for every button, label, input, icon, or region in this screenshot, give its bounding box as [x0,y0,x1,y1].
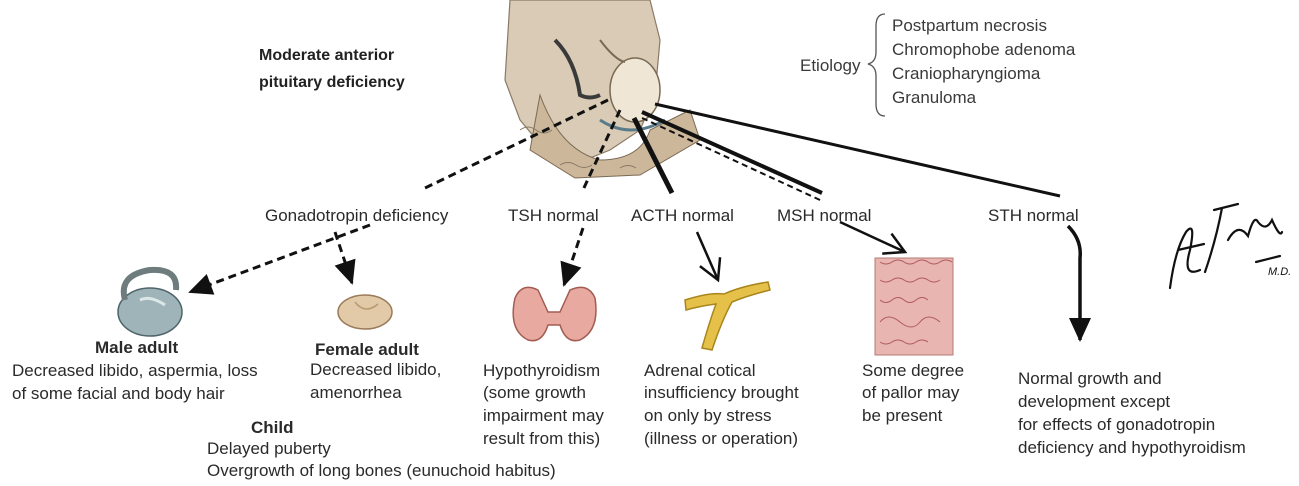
growth-line2: development except [1018,391,1170,412]
male-heading: Male adult [95,337,178,358]
female-line1: Decreased libido, [310,359,441,380]
skin-illustration [875,258,953,355]
etiology-list: Postpartum necrosis Chromophobe adenoma … [892,14,1075,110]
thyroid-line1: Hypothyroidism [483,360,600,381]
line-sth [655,104,1060,196]
male-line1: Decreased libido, aspermia, loss [12,360,258,381]
etiology-item: Granuloma [892,86,1075,110]
skin-line1: Some degree [862,360,964,381]
arrow-to-skin [840,222,905,252]
diagram-title-line1: Moderate anterior [259,45,394,66]
female-heading: Female adult [315,339,419,360]
adrenal-line2: insufficiency brought [644,382,799,403]
arrow-to-female [335,232,352,283]
thyroid-line3: impairment may [483,405,604,426]
child-line1: Delayed puberty [207,438,331,459]
child-heading: Child [251,417,294,438]
hormone-sth: STH normal [988,205,1079,226]
hormone-tsh: TSH normal [508,205,599,226]
growth-line4: deficiency and hypothyroidism [1018,437,1246,458]
hormone-gonadotropin: Gonadotropin deficiency [265,205,448,226]
male-line2: of some facial and body hair [12,383,225,404]
adrenal-illustration [685,282,770,350]
svg-text:M.D.: M.D. [1268,266,1291,278]
skin-line3: be present [862,405,942,426]
growth-line3: for effects of gonadotropin [1018,414,1215,435]
adrenal-line1: Adrenal cotical [644,360,756,381]
adrenal-line4: (illness or operation) [644,428,798,449]
hormone-acth: ACTH normal [631,205,734,226]
testis-illustration [118,270,182,336]
etiology-item: Postpartum necrosis [892,14,1075,38]
etiology-label: Etiology [800,55,860,76]
thyroid-line2: (some growth [483,382,586,403]
skin-line2: of pallor may [862,382,959,403]
arrow-to-growth [1068,226,1080,340]
etiology-item: Chromophobe adenoma [892,38,1075,62]
female-line2: amenorrhea [310,382,402,403]
etiology-item: Craniopharyngioma [892,62,1075,86]
hormone-msh: MSH normal [777,205,871,226]
diagram-title-line2: pituitary deficiency [259,72,405,93]
child-line2: Overgrowth of long bones (eunuchoid habi… [207,460,556,481]
growth-line1: Normal growth and [1018,368,1162,389]
arrow-to-thyroid [564,228,583,285]
adrenal-line3: on only by stress [644,405,772,426]
etiology-brace [868,14,885,116]
arrow-to-adrenal [697,232,718,280]
netter-signature: M.D. [1170,204,1291,288]
thyroid-line4: result from this) [483,428,600,449]
ovary-illustration [338,295,392,329]
thyroid-illustration [513,287,596,340]
